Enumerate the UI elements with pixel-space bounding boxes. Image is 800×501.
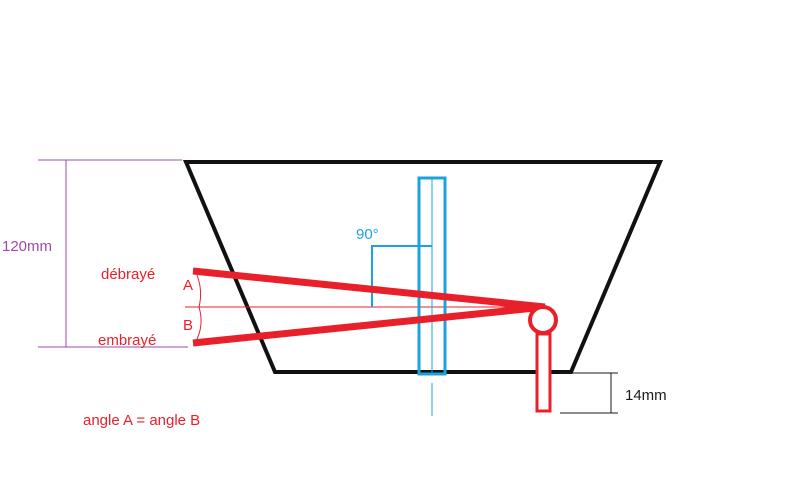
housing-trapezoid xyxy=(182,160,664,374)
angle-a-arc xyxy=(196,274,202,308)
lever-position-b xyxy=(192,303,546,347)
angle-equation: angle A = angle B xyxy=(83,412,200,429)
lever-position-a xyxy=(192,267,546,311)
shaft xyxy=(417,176,447,416)
position-b-name: embrayé xyxy=(98,332,156,349)
angle-b-arc xyxy=(196,306,202,340)
height-label: 120mm xyxy=(2,238,52,255)
offset-label: 14mm xyxy=(625,387,667,404)
offset-dimension-14mm xyxy=(560,372,618,414)
position-b-letter: B xyxy=(183,317,193,334)
pivot-circle xyxy=(528,305,558,335)
lever-arms xyxy=(192,267,546,347)
pivot-rod xyxy=(535,332,552,413)
height-dimension-120mm xyxy=(38,159,188,348)
right-angle-label: 90° xyxy=(356,226,379,243)
position-a-letter: A xyxy=(183,277,193,294)
position-a-name: débrayé xyxy=(101,266,155,283)
